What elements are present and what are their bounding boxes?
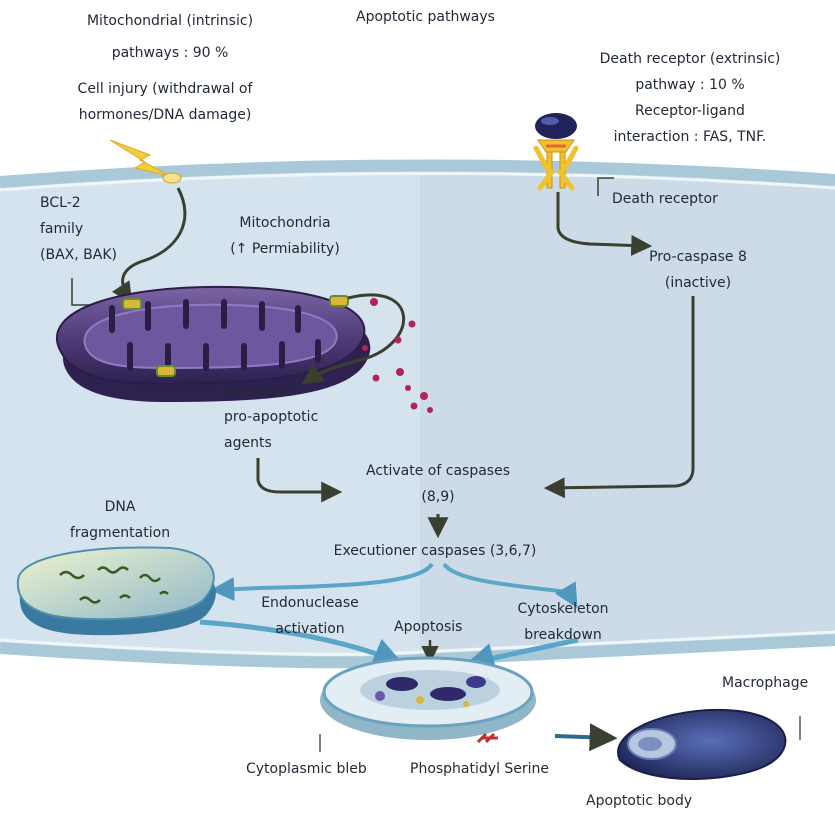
to-macrophage-arrow <box>555 736 612 738</box>
cytoplasmic-bleb-label: Cytoplasmic bleb <box>246 756 367 782</box>
release-line-2: pro-apoptotic <box>224 404 318 430</box>
apoptotic-cell <box>320 658 536 740</box>
dna-line-1: DNA <box>40 494 200 520</box>
extrinsic-line-1: Death receptor (extrinsic) <box>570 46 810 72</box>
cell-cytoplasm-shade <box>420 167 835 660</box>
endonuclease-label: Endonuclease activation <box>240 590 380 642</box>
procaspase-label: Pro-caspase 8 (inactive) <box>628 244 768 296</box>
activate-caspases-label: Activate of caspases (8,9) <box>338 458 538 510</box>
mitochondria-line-2: (↑ Permiability) <box>210 236 360 262</box>
cell-injury-label: Cell injury (withdrawal of hormones/DNA … <box>40 76 290 128</box>
endonuclease-line-1: Endonuclease <box>240 590 380 616</box>
cell-injury-line-2: hormones/DNA damage) <box>40 102 290 128</box>
release-line-3: agents <box>224 430 318 456</box>
intrinsic-heading: Mitochondrial (intrinsic) pathways : 90 … <box>55 8 285 66</box>
mitochondrion <box>57 287 370 402</box>
apoptotic-body-label: Apoptotic body <box>586 788 692 814</box>
macrophage-label: Macrophage <box>722 670 808 696</box>
macrophage-cell <box>618 710 785 779</box>
mitochondria-line-1: Mitochondria <box>210 210 360 236</box>
fragmented-nucleus <box>18 548 216 636</box>
extrinsic-line-2: pathway : 10 % <box>570 72 810 98</box>
diagram-title: Apoptotic pathways <box>356 4 495 30</box>
activate-line-1: Activate of caspases <box>338 458 538 484</box>
dna-fragmentation-label: DNA fragmentation <box>40 494 200 546</box>
endonuclease-line-2: activation <box>240 616 380 642</box>
release-line-1: Release of <box>224 378 318 404</box>
procaspase-line-1: Pro-caspase 8 <box>628 244 768 270</box>
death-receptor-label: Death receptor <box>612 186 718 212</box>
bcl2-label: BCL-2 family (BAX, BAK) <box>40 190 117 268</box>
intrinsic-line-1: Mitochondrial (intrinsic) <box>55 8 285 34</box>
cell-injury-line-1: Cell injury (withdrawal of <box>40 76 290 102</box>
bcl2-line-1: BCL-2 <box>40 190 117 216</box>
phosphatidyl-serine-marker <box>478 734 498 742</box>
mitochondria-label: Mitochondria (↑ Permiability) <box>210 210 360 262</box>
apoptosis-label: Apoptosis <box>394 614 462 640</box>
extrinsic-line-4: interaction : FAS, TNF. <box>570 124 810 150</box>
cytoskeleton-line-2: breakdown <box>498 622 628 648</box>
release-label: Release of pro-apoptotic agents <box>224 378 318 456</box>
cytoskeleton-line-1: Cytoskeleton <box>498 596 628 622</box>
cytoskeleton-label: Cytoskeleton breakdown <box>498 596 628 648</box>
executioner-caspases-label: Executioner caspases (3,6,7) <box>310 538 560 564</box>
extrinsic-heading: Death receptor (extrinsic) pathway : 10 … <box>570 46 810 150</box>
phosphatidyl-serine-label: Phosphatidyl Serine <box>410 756 549 782</box>
activate-line-2: (8,9) <box>338 484 538 510</box>
extrinsic-line-3: Receptor-ligand <box>570 98 810 124</box>
bcl2-line-2: family <box>40 216 117 242</box>
procaspase-line-2: (inactive) <box>628 270 768 296</box>
bcl2-line-3: (BAX, BAK) <box>40 242 117 268</box>
intrinsic-line-2: pathways : 90 % <box>55 40 285 66</box>
dna-line-2: fragmentation <box>40 520 200 546</box>
